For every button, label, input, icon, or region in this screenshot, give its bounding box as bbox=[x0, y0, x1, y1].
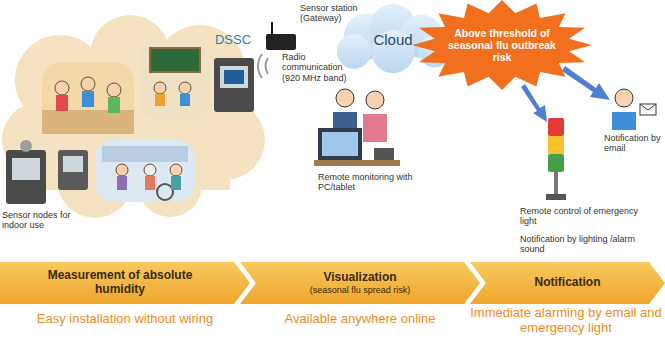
benefit-note: Immediate alarming by email and emergenc… bbox=[470, 306, 662, 336]
part-name: Radio communication (920 MHz band) bbox=[282, 52, 354, 83]
part-name: Remote control of emergency light bbox=[520, 206, 640, 227]
benefit-note: Easy installation without wiring bbox=[10, 312, 240, 327]
part-name: DSSC bbox=[207, 33, 259, 48]
facility-cloud bbox=[2, 15, 265, 218]
classroom bbox=[140, 40, 210, 118]
text-area: Above threshold of seasonal flu outbreak… bbox=[412, 0, 592, 90]
playroom bbox=[42, 62, 134, 134]
part-name: Remote monitoring with PC/tablet bbox=[318, 172, 438, 193]
text-area: Measurement of absolute humidity bbox=[0, 262, 250, 304]
part-name: Notification by email bbox=[604, 133, 662, 154]
process-band: Visualization(seasonal flu spread risk) bbox=[240, 262, 480, 304]
node-text: Above threshold of seasonal flu outbreak… bbox=[446, 27, 558, 63]
benefit-note: Available anywhere online bbox=[250, 312, 470, 327]
email-person bbox=[612, 89, 656, 130]
part-name: Sensor nodes for indoor use bbox=[2, 210, 82, 231]
monitoring-people bbox=[314, 89, 400, 166]
node-text: (seasonal flu spread risk) bbox=[310, 285, 411, 295]
text-area: Visualization(seasonal flu spread risk) bbox=[240, 262, 480, 304]
process-band: Notification bbox=[470, 262, 665, 304]
part-name: Notification by lighting /alarm sound bbox=[520, 234, 640, 255]
part-name: Sensor station (Gateway) bbox=[300, 3, 370, 24]
node-text: Measurement of absolute humidity bbox=[40, 269, 200, 297]
node-text: Visualization bbox=[323, 271, 396, 285]
emergency-light bbox=[546, 118, 566, 200]
node-text: Cloud bbox=[373, 31, 412, 48]
care-room bbox=[95, 140, 195, 202]
sensor-node bbox=[6, 140, 46, 204]
alert-starburst: Above threshold of seasonal flu outbreak… bbox=[412, 0, 592, 90]
node-text: Notification bbox=[535, 276, 601, 290]
sensor-node bbox=[214, 58, 254, 112]
process-band: Measurement of absolute humidity bbox=[0, 262, 250, 304]
sensor-node bbox=[58, 150, 88, 190]
text-area: Notification bbox=[470, 262, 665, 304]
